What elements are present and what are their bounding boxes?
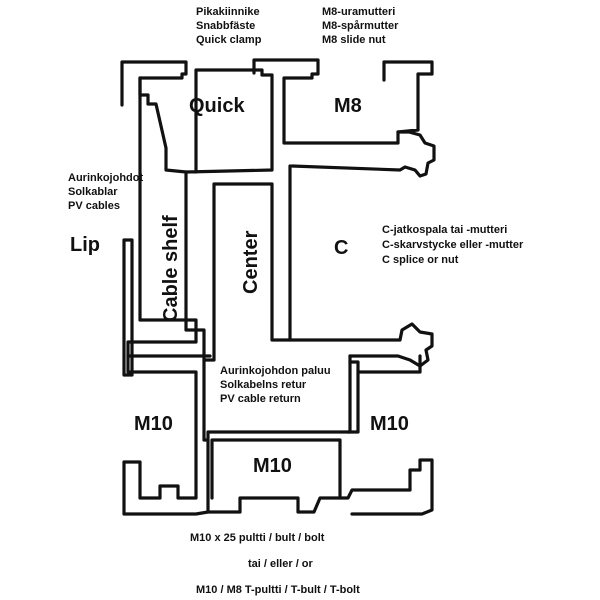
note-pv-cables-fi: Aurinkojohdot (68, 172, 143, 184)
m10-right-channel (346, 354, 422, 434)
quick-channel-wall (184, 68, 274, 174)
label-quick: Quick (189, 95, 245, 117)
note-pv-cable-return-en: PV cable return (220, 393, 301, 405)
bolt-line-1: M10 x 25 pultti / bult / bolt (190, 532, 325, 544)
note-m8-slide-nut-sv: M8-spårmutter (322, 20, 399, 32)
note-pv-cable-return-sv: Solkabelns retur (220, 379, 307, 391)
m10-left-channel (122, 354, 210, 516)
label-m10-right: M10 (370, 413, 409, 435)
note-pv-cables-en: PV cables (68, 200, 120, 212)
top-left-jaw (120, 60, 188, 174)
label-m8: M8 (334, 95, 362, 117)
note-pv-cables-sv: Solkablar (68, 186, 118, 198)
note-quick-clamp-en: Quick clamp (196, 34, 262, 46)
label-m10-bottom: M10 (253, 455, 292, 477)
note-pv-cable-return-fi: Aurinkojohdon paluu (220, 365, 331, 377)
center-wall (184, 164, 292, 362)
note-c-splice-sv: C-skarvstycke eller -mutter (382, 239, 524, 251)
label-m10-left: M10 (134, 413, 173, 435)
m8-channel (382, 60, 434, 134)
note-m8-slide-nut-en: M8 slide nut (322, 34, 386, 46)
note-m8-slide-nut-fi: M8-uramutteri (322, 6, 395, 18)
note-quick-clamp-sv: Snabbfäste (196, 20, 255, 32)
label-cable-shelf: Cable shelf (160, 215, 182, 322)
bolt-line-2: tai / eller / or (248, 558, 314, 570)
note-c-splice-fi: C-jatkospala tai -mutteri (382, 224, 507, 236)
note-c-splice-en: C splice or nut (382, 254, 459, 266)
label-center: Center (240, 230, 262, 294)
m10-bottom-slot (210, 438, 342, 500)
note-quick-clamp-fi: Pikakiinnike (196, 6, 260, 18)
label-lip: Lip (70, 234, 100, 256)
c-channel (288, 322, 434, 368)
bolt-line-3: M10 / M8 T-pultti / T-bult / T-bolt (196, 584, 360, 596)
quick-right-jaw (252, 58, 436, 178)
label-c: C (334, 237, 348, 259)
lip (122, 238, 134, 377)
lower-body (202, 354, 434, 516)
profile-outline (120, 58, 436, 516)
